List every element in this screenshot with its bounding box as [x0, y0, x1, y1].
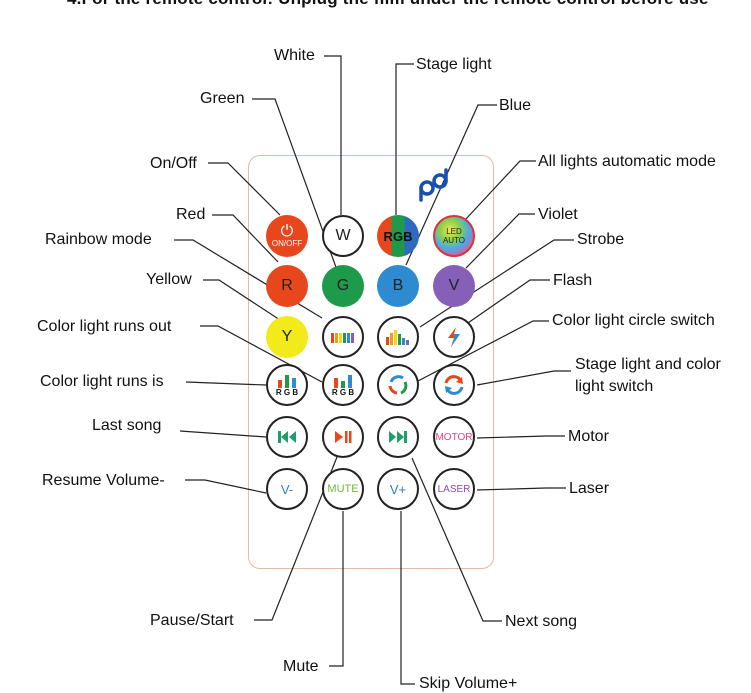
- laser-button[interactable]: LASER: [433, 468, 475, 510]
- white-button[interactable]: W: [322, 215, 364, 257]
- runs-bars-icon: [278, 374, 296, 388]
- label-mute: Mute: [283, 658, 319, 675]
- last-song-button[interactable]: [266, 416, 308, 458]
- label-laser: Laser: [569, 480, 610, 497]
- label-runs-is: Color light runs is: [40, 373, 164, 390]
- volume-up-button[interactable]: V+: [377, 468, 419, 510]
- runs-is-b: B: [292, 387, 299, 397]
- label-all-auto: All lights automatic mode: [538, 153, 716, 170]
- led-text: LED: [446, 227, 462, 236]
- label-green: Green: [200, 90, 245, 107]
- rainbow-bars-icon: [331, 333, 354, 343]
- label-motor: Motor: [568, 428, 609, 445]
- runs-out-g: G: [339, 387, 347, 397]
- label-white: White: [274, 47, 315, 64]
- blue-button-label: B: [392, 277, 404, 294]
- stage-color-switch-button[interactable]: [433, 364, 475, 406]
- label-on-off: On/Off: [150, 155, 197, 172]
- brand-logo-icon: [419, 168, 448, 202]
- yellow-button[interactable]: Y: [266, 316, 308, 358]
- power-icon: ⏻: [280, 222, 294, 240]
- label-stage-color-2: light switch: [575, 378, 654, 395]
- rainbow-mode-button[interactable]: [322, 316, 364, 358]
- green-button[interactable]: G: [322, 265, 364, 307]
- label-next-song: Next song: [505, 613, 578, 630]
- strobe-bars-icon: [386, 330, 409, 345]
- label-stage-light: Stage light: [416, 56, 492, 73]
- motor-button[interactable]: MOTOR: [433, 416, 475, 458]
- circle-arrows-icon: [388, 375, 408, 395]
- color-runs-is-button[interactable]: R G B: [266, 364, 308, 406]
- pause-start-button[interactable]: [322, 416, 364, 458]
- violet-button[interactable]: V: [433, 265, 475, 307]
- play-pause-icon: [335, 431, 352, 443]
- circle-switch-button[interactable]: [377, 364, 419, 406]
- mute-button-label: MUTE: [327, 483, 359, 495]
- label-rainbow: Rainbow mode: [45, 231, 152, 248]
- runs-out-rgb-text: R G B: [332, 388, 354, 397]
- red-button[interactable]: R: [266, 265, 308, 307]
- rgb-g: G: [392, 228, 404, 244]
- volume-up-label: V+: [389, 481, 407, 497]
- laser-button-label: LASER: [437, 483, 471, 495]
- yellow-button-label: Y: [281, 328, 293, 345]
- violet-button-label: V: [448, 277, 460, 294]
- next-icon: [389, 431, 407, 443]
- runs-is-rgb-text: R G B: [276, 388, 298, 397]
- on-off-button[interactable]: ⏻ ON/OFF: [266, 215, 308, 257]
- runs-is-r: R: [275, 387, 282, 397]
- previous-icon: [278, 431, 296, 443]
- remote-body: [248, 155, 494, 569]
- white-button-label: W: [335, 227, 351, 244]
- rgb-b: B: [403, 228, 413, 244]
- flash-button[interactable]: [433, 316, 475, 358]
- on-off-text: ON/OFF: [271, 238, 303, 248]
- label-stage-color-1: Stage light and color: [575, 356, 721, 373]
- motor-button-label: MOTOR: [435, 431, 473, 443]
- runs-is-g: G: [283, 387, 291, 397]
- red-button-label: R: [281, 277, 293, 294]
- lightning-icon: [448, 327, 460, 347]
- page-title: 4.For the remote control: Unplug the fil…: [67, 0, 709, 9]
- runs-out-b: B: [348, 387, 355, 397]
- label-violet: Violet: [538, 206, 578, 223]
- label-flash: Flash: [553, 272, 593, 289]
- volume-down-button[interactable]: V-: [266, 468, 308, 510]
- label-yellow: Yellow: [146, 271, 192, 288]
- mute-button[interactable]: MUTE: [322, 468, 364, 510]
- volume-down-label: V-: [280, 481, 294, 497]
- color-runs-out-button[interactable]: R G B: [322, 364, 364, 406]
- label-runs-out: Color light runs out: [37, 318, 172, 335]
- runs-out-bars-icon: [334, 374, 352, 388]
- label-red: Red: [176, 206, 206, 223]
- label-blue: Blue: [499, 97, 532, 114]
- auto-text: AUTO: [442, 236, 466, 245]
- strobe-button[interactable]: [377, 316, 419, 358]
- next-song-button[interactable]: [377, 416, 419, 458]
- runs-out-r: R: [331, 387, 338, 397]
- label-circle-switch: Color light circle switch: [552, 312, 715, 329]
- label-last-song: Last song: [92, 417, 162, 434]
- label-strobe: Strobe: [577, 231, 625, 248]
- rgb-r: R: [383, 228, 393, 244]
- label-pause-start: Pause/Start: [150, 612, 234, 629]
- green-button-label: G: [336, 277, 350, 294]
- switch-arrows-icon: [444, 375, 464, 395]
- all-auto-button[interactable]: LED AUTO: [433, 215, 475, 257]
- blue-button[interactable]: B: [377, 265, 419, 307]
- label-skip-volume: Skip Volume+: [419, 675, 518, 692]
- label-resume-volume: Resume Volume-: [42, 472, 165, 489]
